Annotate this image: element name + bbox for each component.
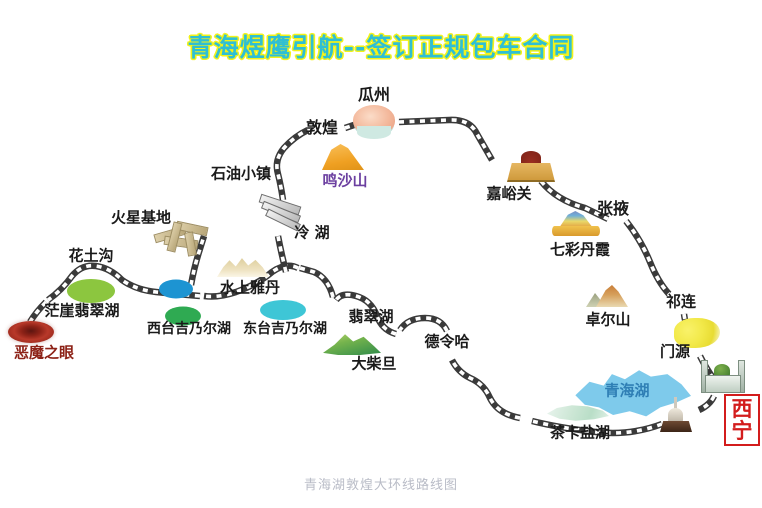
place-label-zhangye[interactable]: 张掖 [596, 199, 630, 218]
place-label-dongtaijinaerhu[interactable]: 东台吉乃尔湖 [243, 321, 327, 337]
place-label-menyuan[interactable]: 门源 [659, 342, 691, 361]
place-label-xining[interactable]: 西 宁 [724, 394, 760, 447]
page-title: 青海煜鹰引航--签订正规包车合同 [187, 33, 575, 62]
place-label-huoxingjidi[interactable]: 火星基地 [110, 208, 172, 227]
place-label-mingshashan[interactable]: 鸣沙山 [322, 171, 368, 190]
place-label-feicuihu[interactable]: 翡翠湖 [348, 307, 394, 326]
place-label-emozhiyan[interactable]: 恶魔之眼 [13, 343, 75, 362]
place-label-qicaidanxia[interactable]: 七彩丹霞 [549, 240, 611, 259]
place-label-lenghu[interactable]: 冷 湖 [294, 223, 330, 242]
place-label-chakayanhu[interactable]: 茶卡盐湖 [549, 423, 611, 442]
place-label-shuishangyadan[interactable]: 水上雅丹 [219, 278, 281, 297]
place-label-mangyafeicuihu[interactable]: 茫崖翡翠湖 [44, 301, 120, 320]
place-label-guazhou[interactable]: 瓜州 [357, 85, 391, 104]
xining-char-2: 宁 [731, 419, 753, 444]
place-label-shiyouxiaozhen[interactable]: 石油小镇 [210, 164, 272, 183]
place-label-xitaijinaerhu[interactable]: 西台吉乃尔湖 [147, 321, 231, 337]
place-label-qinghaihu[interactable]: 青海湖 [604, 381, 650, 400]
place-label-dunhuang[interactable]: 敦煌 [305, 118, 339, 137]
place-label-dachaidan[interactable]: 大柴旦 [351, 354, 397, 373]
map-caption: 青海湖敦煌大环线路线图 [303, 478, 458, 493]
xining-char-1: 西 [731, 397, 753, 421]
place-label-delingha[interactable]: 德令哈 [424, 332, 470, 351]
place-label-qilian[interactable]: 祁连 [665, 292, 697, 311]
place-label-zhuoershan[interactable]: 卓尔山 [585, 310, 631, 329]
place-label-jiayuguan[interactable]: 嘉峪关 [486, 184, 532, 203]
place-label-huatugou[interactable]: 花土沟 [68, 246, 114, 265]
